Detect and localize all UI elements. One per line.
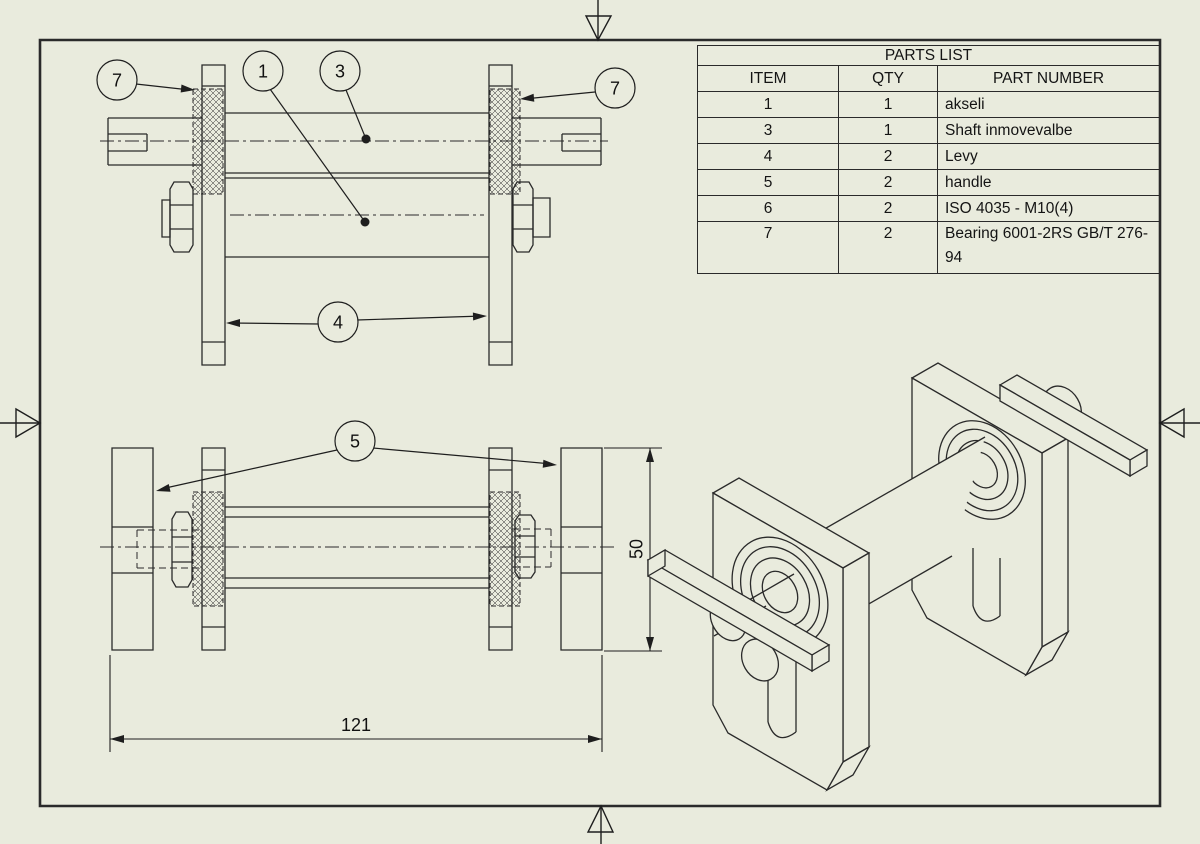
parts-list-header-row: ITEM QTY PART NUMBER <box>697 65 1161 92</box>
balloon-shaft-inmovevalbe <box>320 51 360 91</box>
iso-back-plate-slot <box>973 548 1000 621</box>
leader-arrow-icon <box>542 459 557 468</box>
centering-mark-right-icon <box>1160 409 1200 437</box>
front-view-left-bearing-hatch <box>193 492 223 606</box>
front-view-shaft <box>225 507 489 588</box>
front-view-left-handle <box>112 448 153 650</box>
cell-qty: 2 <box>838 169 938 196</box>
cell-item: 4 <box>697 143 839 170</box>
leader-arrow-icon <box>156 483 171 492</box>
iso-back-handle <box>1000 375 1147 476</box>
leader-arrow-icon <box>180 84 195 93</box>
cell-part-number: Shaft inmovevalbe <box>936 117 1161 144</box>
top-view-right-bearing-hatch <box>490 89 520 194</box>
leader-handle-right <box>373 448 552 464</box>
table-row: 6 2 ISO 4035 - M10(4) <box>697 195 1161 222</box>
leader-akseli <box>270 89 365 222</box>
balloon-bearing-right-label: 7 <box>610 78 620 98</box>
leader-bearing-right <box>524 92 595 99</box>
leader-shaft-inmovevalbe <box>346 90 366 139</box>
balloon-bearing-right <box>595 68 635 108</box>
top-view-drawing <box>100 65 608 365</box>
dim-arrow-right-icon <box>588 735 602 743</box>
centering-mark-top-icon <box>586 0 611 40</box>
leader-levy-left <box>230 323 319 324</box>
front-view-right-handle <box>561 448 602 650</box>
front-view-hidden-lines <box>137 529 551 568</box>
table-row: 1 1 akseli <box>697 91 1161 118</box>
iso-front-handle <box>648 550 829 671</box>
leader-dot-icon <box>361 134 371 144</box>
top-view-right-plate <box>489 65 512 365</box>
leader-arrow-icon <box>520 93 535 102</box>
top-view-centerlines <box>100 141 608 215</box>
balloon-callouts <box>97 51 635 492</box>
cell-qty: 2 <box>838 195 938 222</box>
table-row: 5 2 handle <box>697 169 1161 196</box>
cell-item: 1 <box>697 91 839 118</box>
leader-levy-right <box>357 316 483 320</box>
balloon-levy-label: 4 <box>333 312 343 332</box>
cell-item: 6 <box>697 195 839 222</box>
cell-qty: 2 <box>838 143 938 170</box>
balloon-akseli-label: 1 <box>258 61 268 81</box>
top-view-left-plate <box>202 65 225 365</box>
table-row: 4 2 Levy <box>697 143 1161 170</box>
cell-qty: 2 <box>838 221 938 274</box>
dim-arrow-down-icon <box>646 637 654 651</box>
top-view-right-handle <box>512 118 601 165</box>
front-view-drawing <box>100 448 614 650</box>
top-view-left-handle <box>108 118 202 165</box>
parts-list-title-row: PARTS LIST <box>696 45 1161 66</box>
dim-arrow-up-icon <box>646 448 654 462</box>
cell-part-number: ISO 4035 - M10(4) <box>936 195 1161 222</box>
cell-part-number: Levy <box>936 143 1161 170</box>
balloon-bearing-left-label: 7 <box>112 70 122 90</box>
column-header-item: ITEM <box>697 65 839 92</box>
top-view-left-nut <box>162 182 193 252</box>
centering-mark-left-icon <box>0 409 40 437</box>
leader-bearing-left <box>136 84 190 90</box>
balloon-handle-label: 5 <box>350 431 360 451</box>
cell-item: 7 <box>697 221 839 274</box>
cell-qty: 1 <box>838 91 938 118</box>
cell-part-number: akseli <box>936 91 1161 118</box>
dimension-height <box>604 448 662 651</box>
table-row: 7 2 Bearing 6001-2RS GB/T 276-94 <box>697 221 1161 274</box>
cell-part-number: handle <box>936 169 1161 196</box>
isometric-view <box>648 363 1147 790</box>
cell-part-number: Bearing 6001-2RS GB/T 276-94 <box>936 221 1161 274</box>
parts-list-title: PARTS LIST <box>696 45 1161 66</box>
column-header-qty: QTY <box>838 65 938 92</box>
parts-list-table: PARTS LIST ITEM QTY PART NUMBER 1 1 akse… <box>696 45 1161 274</box>
top-view-shaft <box>225 113 489 257</box>
leader-arrow-icon <box>226 319 240 327</box>
leader-arrow-icon <box>472 312 487 321</box>
balloon-bearing-left <box>97 60 137 100</box>
balloon-shaft-inmovevalbe-label: 3 <box>335 61 345 81</box>
cell-item: 5 <box>697 169 839 196</box>
top-view-right-nut <box>513 182 550 252</box>
dimension-height-value: 50 <box>626 539 646 559</box>
leader-dot-icon <box>360 217 370 227</box>
dim-arrow-left-icon <box>110 735 124 743</box>
cell-qty: 1 <box>838 117 938 144</box>
front-view-right-nut <box>515 515 535 578</box>
column-header-part-number: PART NUMBER <box>936 65 1161 92</box>
front-view-left-nut <box>172 512 192 587</box>
table-row: 3 1 Shaft inmovevalbe <box>697 117 1161 144</box>
dimension-overall-length-value: 121 <box>341 715 371 735</box>
balloon-handle <box>335 421 375 461</box>
leader-handle-left <box>161 450 337 489</box>
cell-item: 3 <box>697 117 839 144</box>
balloon-akseli <box>243 51 283 91</box>
dimension-overall-length <box>110 655 602 752</box>
top-view-left-bearing-hatch <box>193 89 223 194</box>
centering-mark-bottom-icon <box>588 806 613 844</box>
balloon-levy <box>318 302 358 342</box>
